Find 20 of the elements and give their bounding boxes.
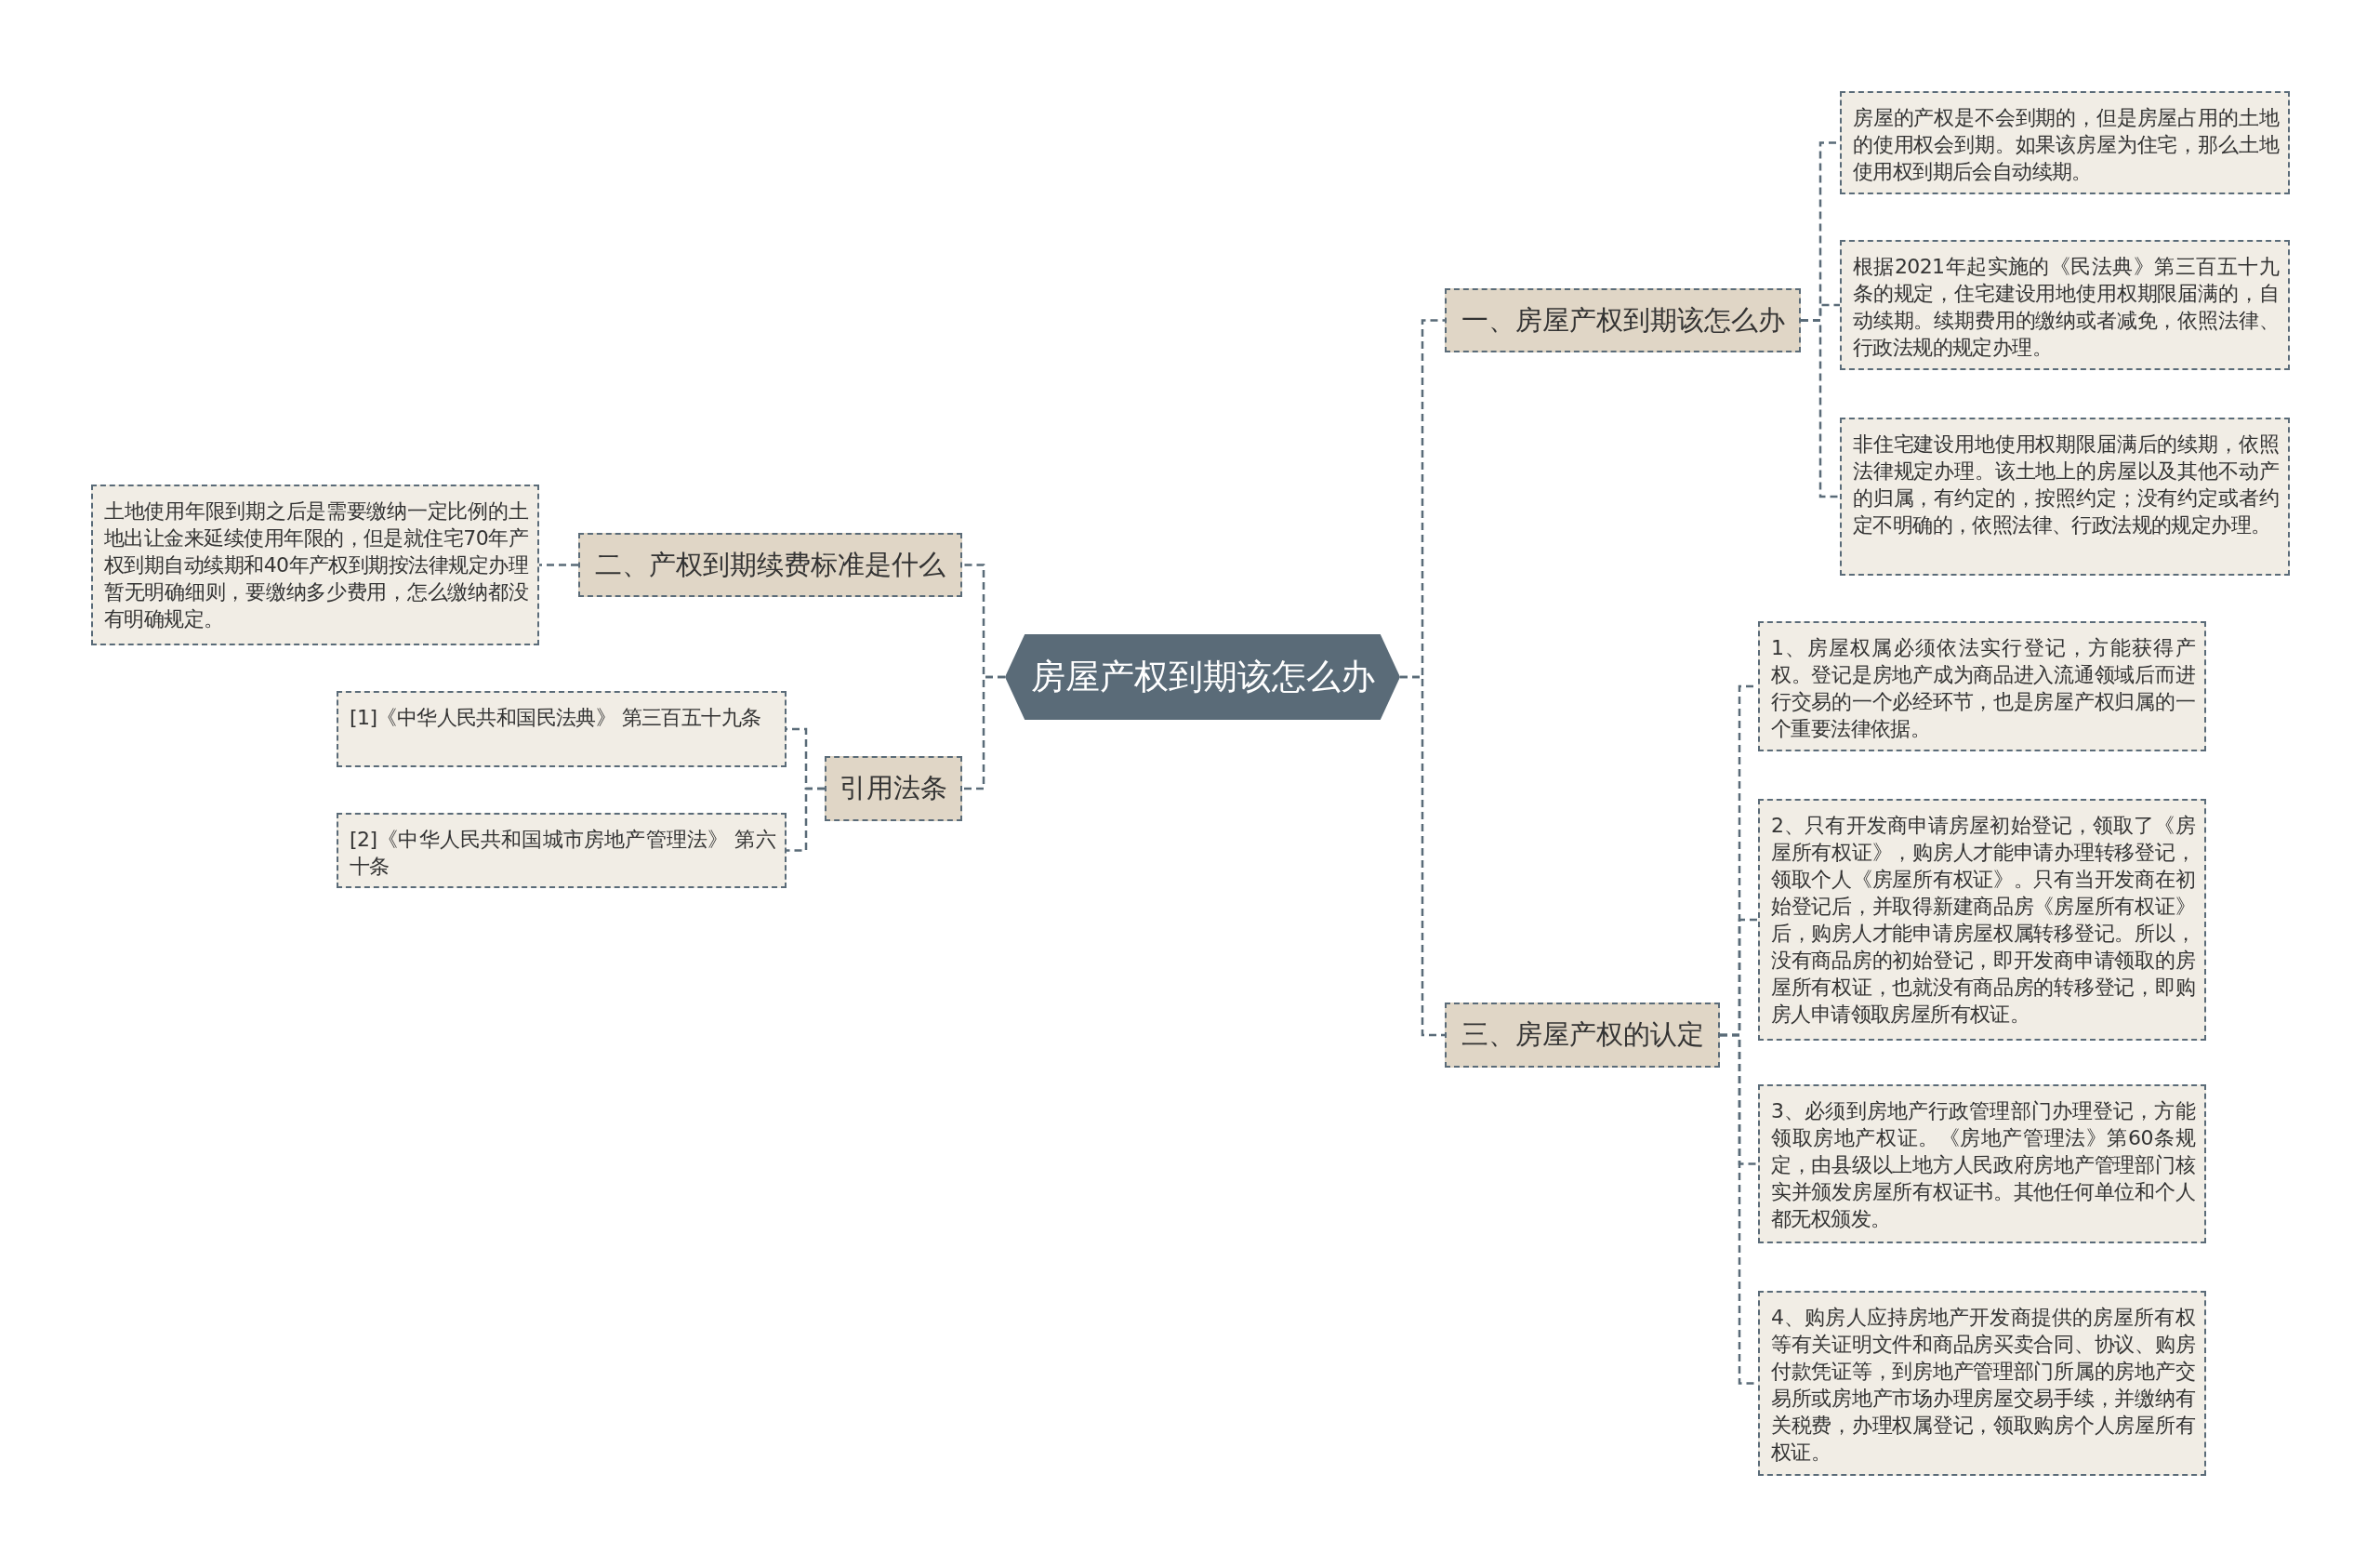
central-topic: 房屋产权到期该怎么办 — [1005, 634, 1400, 720]
topic-box: 二、产权到期续费标准是什么 — [578, 533, 962, 597]
note-box: [2]《中华人民共和国城市房地产管理法》 第六十条 — [337, 813, 787, 888]
topic-box: 一、房屋产权到期该怎么办 — [1445, 288, 1801, 352]
connector — [787, 787, 825, 852]
connector — [1400, 675, 1445, 1037]
note-box: 房屋的产权是不会到期的，但是房屋占用的土地的使用权会到期。如果该房屋为住宅，那么土地使用权到期后会自动续期。 — [1840, 91, 2290, 194]
note-box: 土地使用年限到期之后是需要缴纳一定比例的土地出让金来延续使用年限的，但是就住宅70年产权到期自动续期和40年产权到期按法律规定办理暂无明确细则，要缴纳多少费用，怎么缴纳都没有明确规定。 — [91, 485, 539, 645]
note-box: 3、必须到房地产行政管理部门办理登记，方能领取房地产权证。《房地产管理法》第60条规定，由县级以上地方人民政府房地产管理部门核实并颁发房屋所有权证书。其他任何单位和个人都无权颁发。 — [1758, 1084, 2206, 1243]
note-box: 4、购房人应持房地产开发商提供的房屋所有权等有关证明文件和商品房买卖合同、协议、购房付款凭证等，到房地产管理部门所属的房地产交易所或房地产市场办理房屋交易手续，并缴纳有关税费，办理权属登记，领取购房个人房屋所有权证。 — [1758, 1291, 2206, 1476]
note-box: 2、只有开发商申请房屋初始登记，领取了《房屋所有权证》，购房人才能申请办理转移登记，领取个人《房屋所有权证》。只有当开发商在初始登记后，并取得新建商品房《房屋所有权证》后，购房人才能申请房屋权属转移登记。所以，没有商品房的初始登记，即开发商申请领取的房屋所有权证，也就没有商品房的转移登记，即购房人申请领取房屋所有权证。 — [1758, 799, 2206, 1041]
connector — [539, 564, 578, 566]
connector — [962, 675, 1005, 790]
note-box: 根据2021年起实施的《民法典》第三百五十九条的规定，住宅建设用地使用权期限届满的，自动续期。续期费用的缴纳或者减免，依照法律、行政法规的规定办理。 — [1840, 240, 2290, 370]
topic-box: 三、房屋产权的认定 — [1445, 1003, 1720, 1068]
note-box: [1]《中华人民共和国民法典》 第三百五十九条 — [337, 691, 787, 767]
connector — [1801, 319, 1840, 498]
note-box: 非住宅建设用地使用权期限届满后的续期，依照法律规定办理。该土地上的房屋以及其他不动产的归属，有约定的，按照约定；没有约定或者约定不明确的，依照法律、行政法规的规定办理。 — [1840, 418, 2290, 576]
note-box: 1、房屋权属必须依法实行登记，方能获得产权。登记是房地产成为商品进入流通领域后而进行交易的一个必经环节，也是房屋产权归属的一个重要法律依据。 — [1758, 621, 2206, 751]
topic-box: 引用法条 — [825, 756, 962, 821]
